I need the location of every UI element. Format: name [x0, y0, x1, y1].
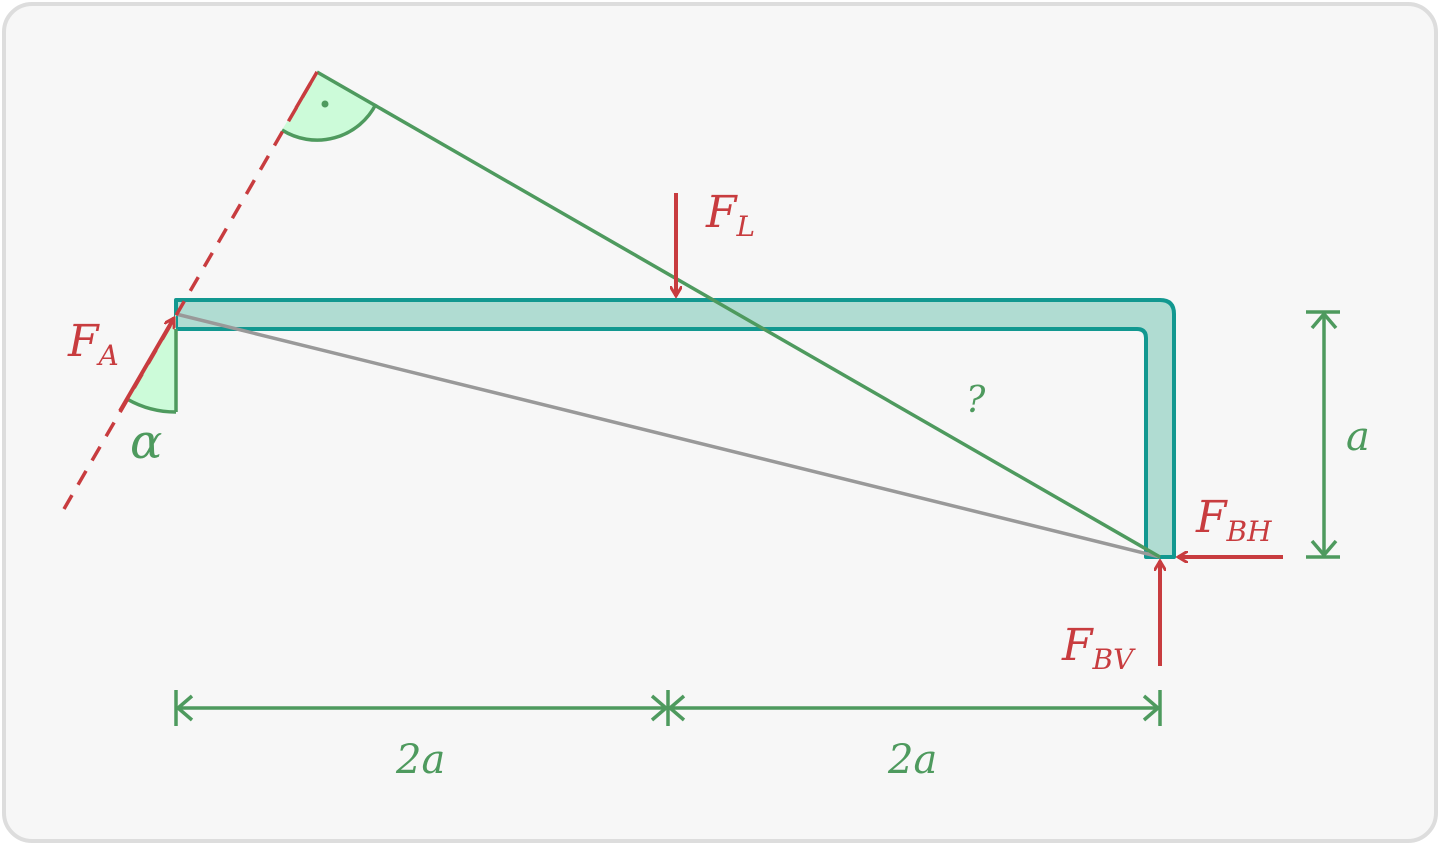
right-angle-arc [281, 103, 378, 142]
label-fl: FL [705, 187, 755, 243]
label-dim-left: 2a [395, 737, 445, 783]
label-dim-height: a [1346, 414, 1370, 460]
fa-arrow [118, 318, 176, 413]
label-question: ? [966, 380, 986, 421]
label-fbh: FBH [1195, 492, 1272, 548]
label-dim-right: 2a [887, 737, 937, 783]
label-fa: FA [67, 316, 119, 372]
right-angle-marker [282, 72, 376, 141]
label-alpha: α [130, 414, 162, 470]
dimension-height [1306, 310, 1340, 559]
lever-arm-line [316, 70, 1161, 559]
dimension-width [174, 690, 1162, 726]
bracket-beam [174, 298, 1176, 559]
fa-line-top-solid [294, 71, 319, 109]
alpha-angle-arc [126, 397, 177, 414]
label-fbv: FBV [1061, 620, 1136, 676]
helper-line-ab [175, 312, 1161, 559]
right-angle-dot [321, 100, 329, 108]
fa-line-of-action [62, 71, 319, 510]
